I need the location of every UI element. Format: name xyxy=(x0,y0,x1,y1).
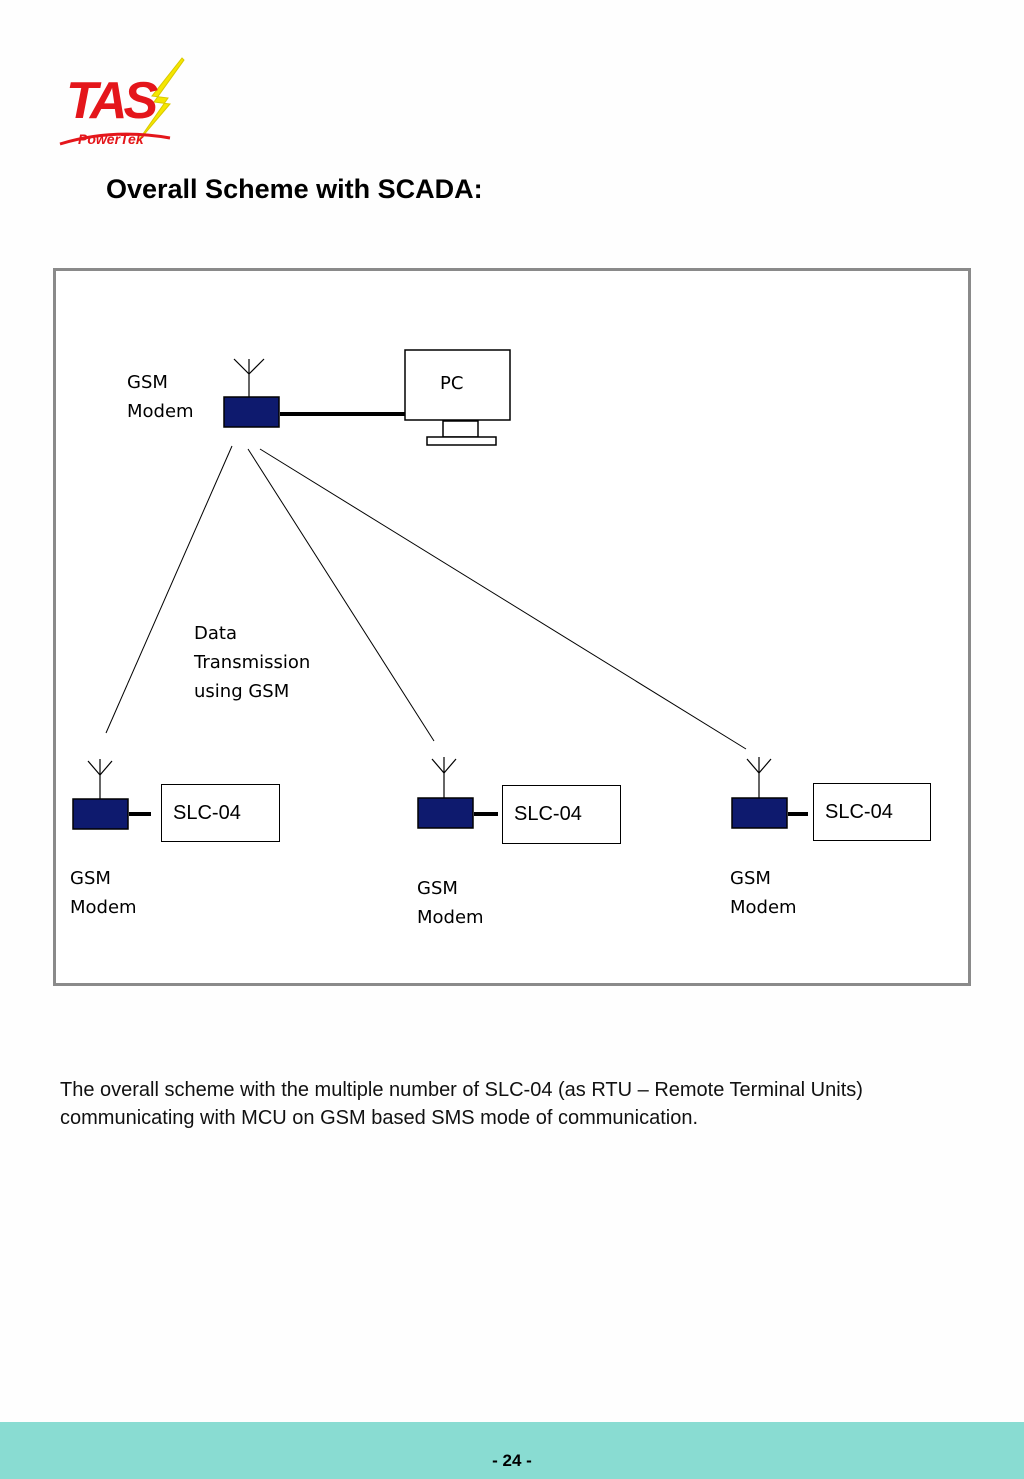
diagram-graphics xyxy=(72,349,808,830)
rtu-2-antenna-icon xyxy=(431,757,457,798)
svg-text:PowerTek: PowerTek xyxy=(78,131,145,147)
rtu-1-modem-label: GSM Modem xyxy=(70,868,137,918)
page-footer: - 24 - xyxy=(0,1422,1024,1479)
scada-diagram: PC GSM Modem Data Transmission using GSM… xyxy=(53,268,971,986)
rtu-3-modem-label: GSM Modem xyxy=(730,868,797,918)
slc-04-unit-1: SLC-04 xyxy=(161,784,280,842)
rtu-1-modem-icon xyxy=(72,798,129,830)
pc-label: PC xyxy=(440,373,464,394)
pc-base-icon xyxy=(426,436,497,446)
pc-stand-icon xyxy=(442,420,479,438)
rtu-2-modem-label: GSM Modem xyxy=(417,878,484,928)
master-antenna-icon xyxy=(233,358,265,398)
svg-text:TAS: TAS xyxy=(66,72,158,130)
page-number: - 24 - xyxy=(492,1451,532,1470)
link-label: Data Transmission using GSM xyxy=(194,623,311,702)
master-modem-label: GSM Modem xyxy=(127,372,194,422)
page-heading: Overall Scheme with SCADA: xyxy=(106,174,483,204)
company-logo: TAS PowerTek xyxy=(52,52,192,152)
rtu-1-antenna-icon xyxy=(87,759,113,799)
rtu-3-antenna-icon xyxy=(746,757,772,798)
slc-04-unit-2: SLC-04 xyxy=(502,785,621,844)
diagram-caption: The overall scheme with the multiple num… xyxy=(60,1079,863,1129)
slc-04-unit-3: SLC-04 xyxy=(813,783,931,841)
gsm-links xyxy=(105,445,747,750)
pc-monitor-icon xyxy=(404,349,511,421)
master-modem-icon xyxy=(223,396,280,428)
rtu-3-modem-icon xyxy=(731,797,788,829)
rtu-2-modem-icon xyxy=(417,797,474,829)
